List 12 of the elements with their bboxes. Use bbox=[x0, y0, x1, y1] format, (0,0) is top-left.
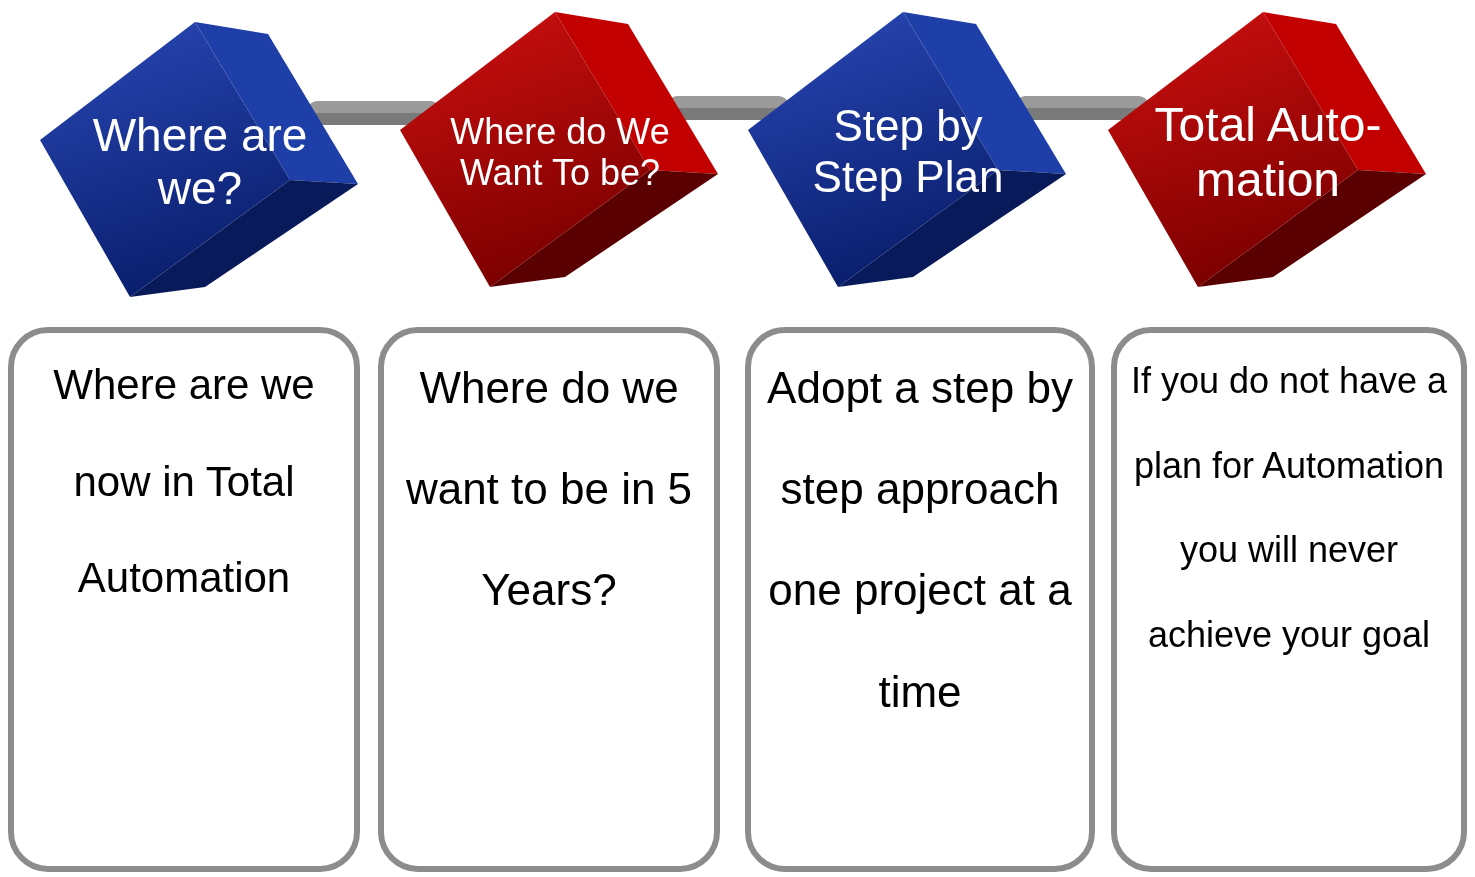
card-text: If you do not have a plan for Automation you will never achieve your goal bbox=[1129, 359, 1449, 657]
text-card bbox=[745, 327, 1095, 872]
card-text: Where are we now in Total Automation bbox=[52, 360, 316, 604]
cube-label: Where do We Want To be? bbox=[449, 109, 671, 195]
text-card bbox=[8, 327, 360, 872]
cube-label: Step by Step Plan bbox=[811, 100, 1005, 203]
card-text: Where do we want to be in 5 Years? bbox=[404, 362, 694, 617]
card-text: Adopt a step by step approach one project at a time bbox=[766, 362, 1074, 718]
text-card bbox=[378, 327, 720, 872]
cube-label: Total Auto- mation bbox=[1153, 96, 1383, 208]
text-card bbox=[1111, 327, 1467, 872]
cube-label: Where are we? bbox=[91, 108, 309, 216]
